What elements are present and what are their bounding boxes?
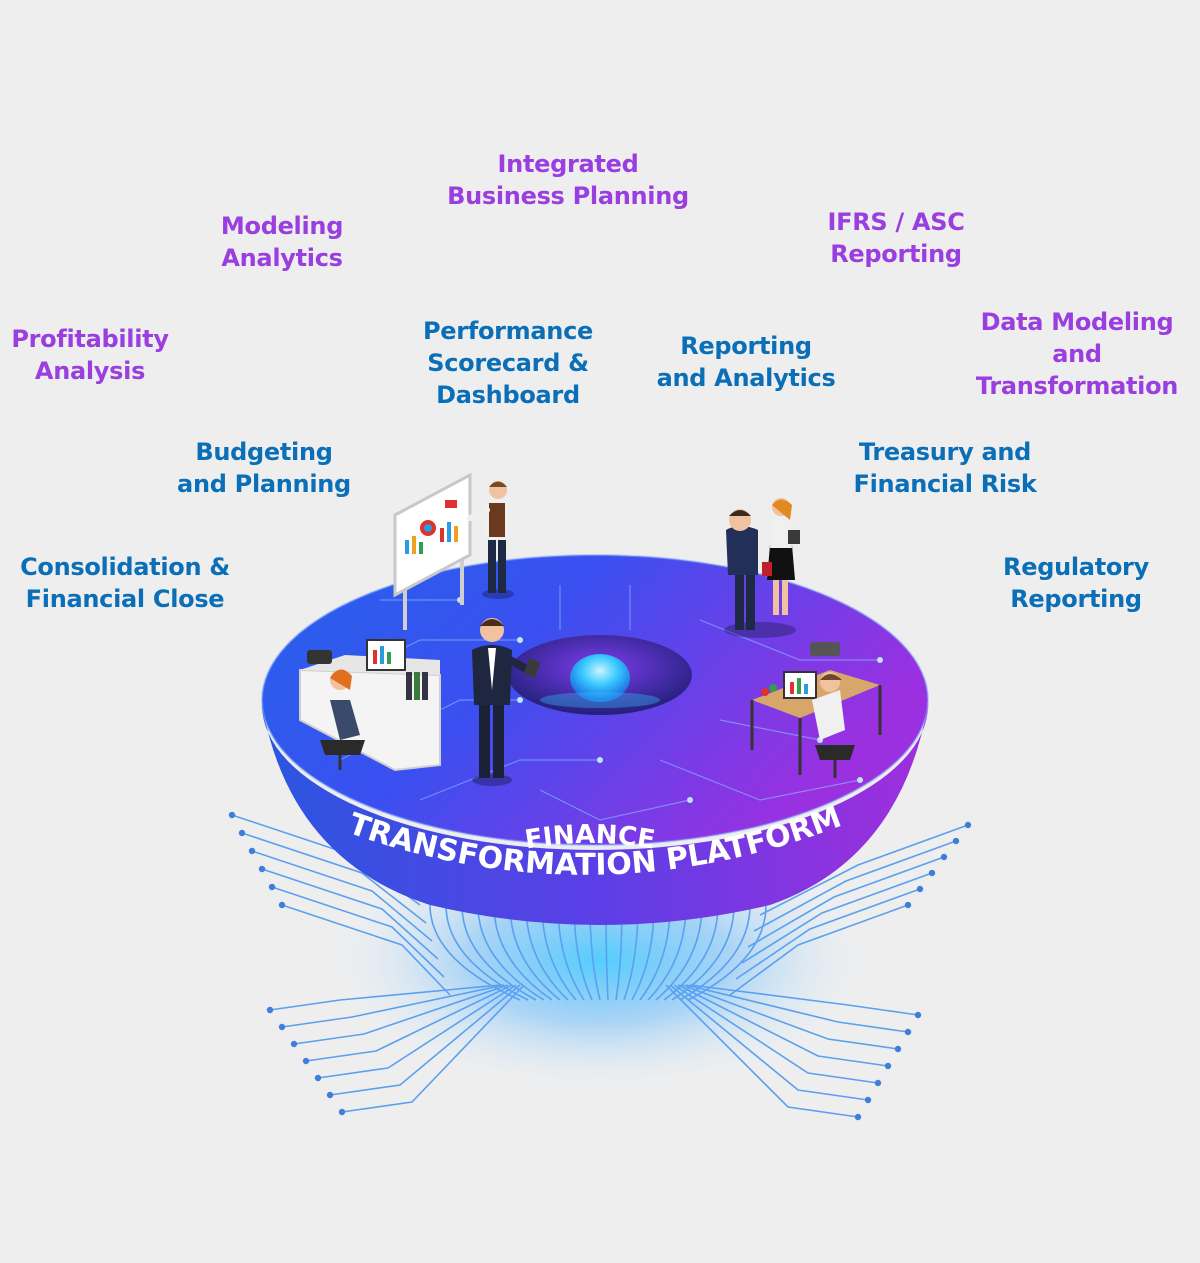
label-data-modeling-transformation: Data Modeling and Transformation <box>975 308 1179 400</box>
platform-title-line1: FINANCE <box>523 820 657 856</box>
platform-core <box>508 635 692 715</box>
businessman-icon <box>472 618 541 786</box>
desk-workstation-icon <box>750 642 882 778</box>
label-budgeting-planning: Budgeting and Planning <box>177 438 351 498</box>
label-profitability-analysis: Profitability Analysis <box>11 325 169 385</box>
platform-top <box>262 555 928 845</box>
label-modeling-analytics: Modeling Analytics <box>220 212 344 272</box>
label-reporting-analytics: Reporting and Analytics <box>656 332 836 392</box>
label-regulatory-reporting: Regulatory Reporting <box>1003 553 1149 613</box>
label-integrated-business-planning: Integrated Business Planning <box>447 150 689 210</box>
circuit-lines-icon <box>231 814 969 1118</box>
platform-title-line2: TRANSFORMATION PLATFORM <box>344 800 846 883</box>
platform-glow <box>310 820 890 1100</box>
platform-side <box>262 705 928 925</box>
desk-workstation-icon <box>299 639 441 772</box>
label-consolidation-financial-close: Consolidation & Financial Close <box>20 553 230 613</box>
meeting-couple-icon <box>724 498 800 638</box>
label-performance-scorecard: Performance Scorecard & Dashboard <box>423 317 593 409</box>
platform-circuit-nodes <box>457 597 883 803</box>
presenter-icon <box>467 481 514 599</box>
label-ifrs-asc-reporting: IFRS / ASC Reporting <box>827 208 965 268</box>
platform-orb <box>570 654 630 702</box>
label-treasury-financial-risk: Treasury and Financial Risk <box>853 438 1037 498</box>
platform-circuit-pattern <box>299 585 880 821</box>
whiteboard-icon <box>393 472 472 630</box>
circuit-nodes <box>228 811 972 1121</box>
